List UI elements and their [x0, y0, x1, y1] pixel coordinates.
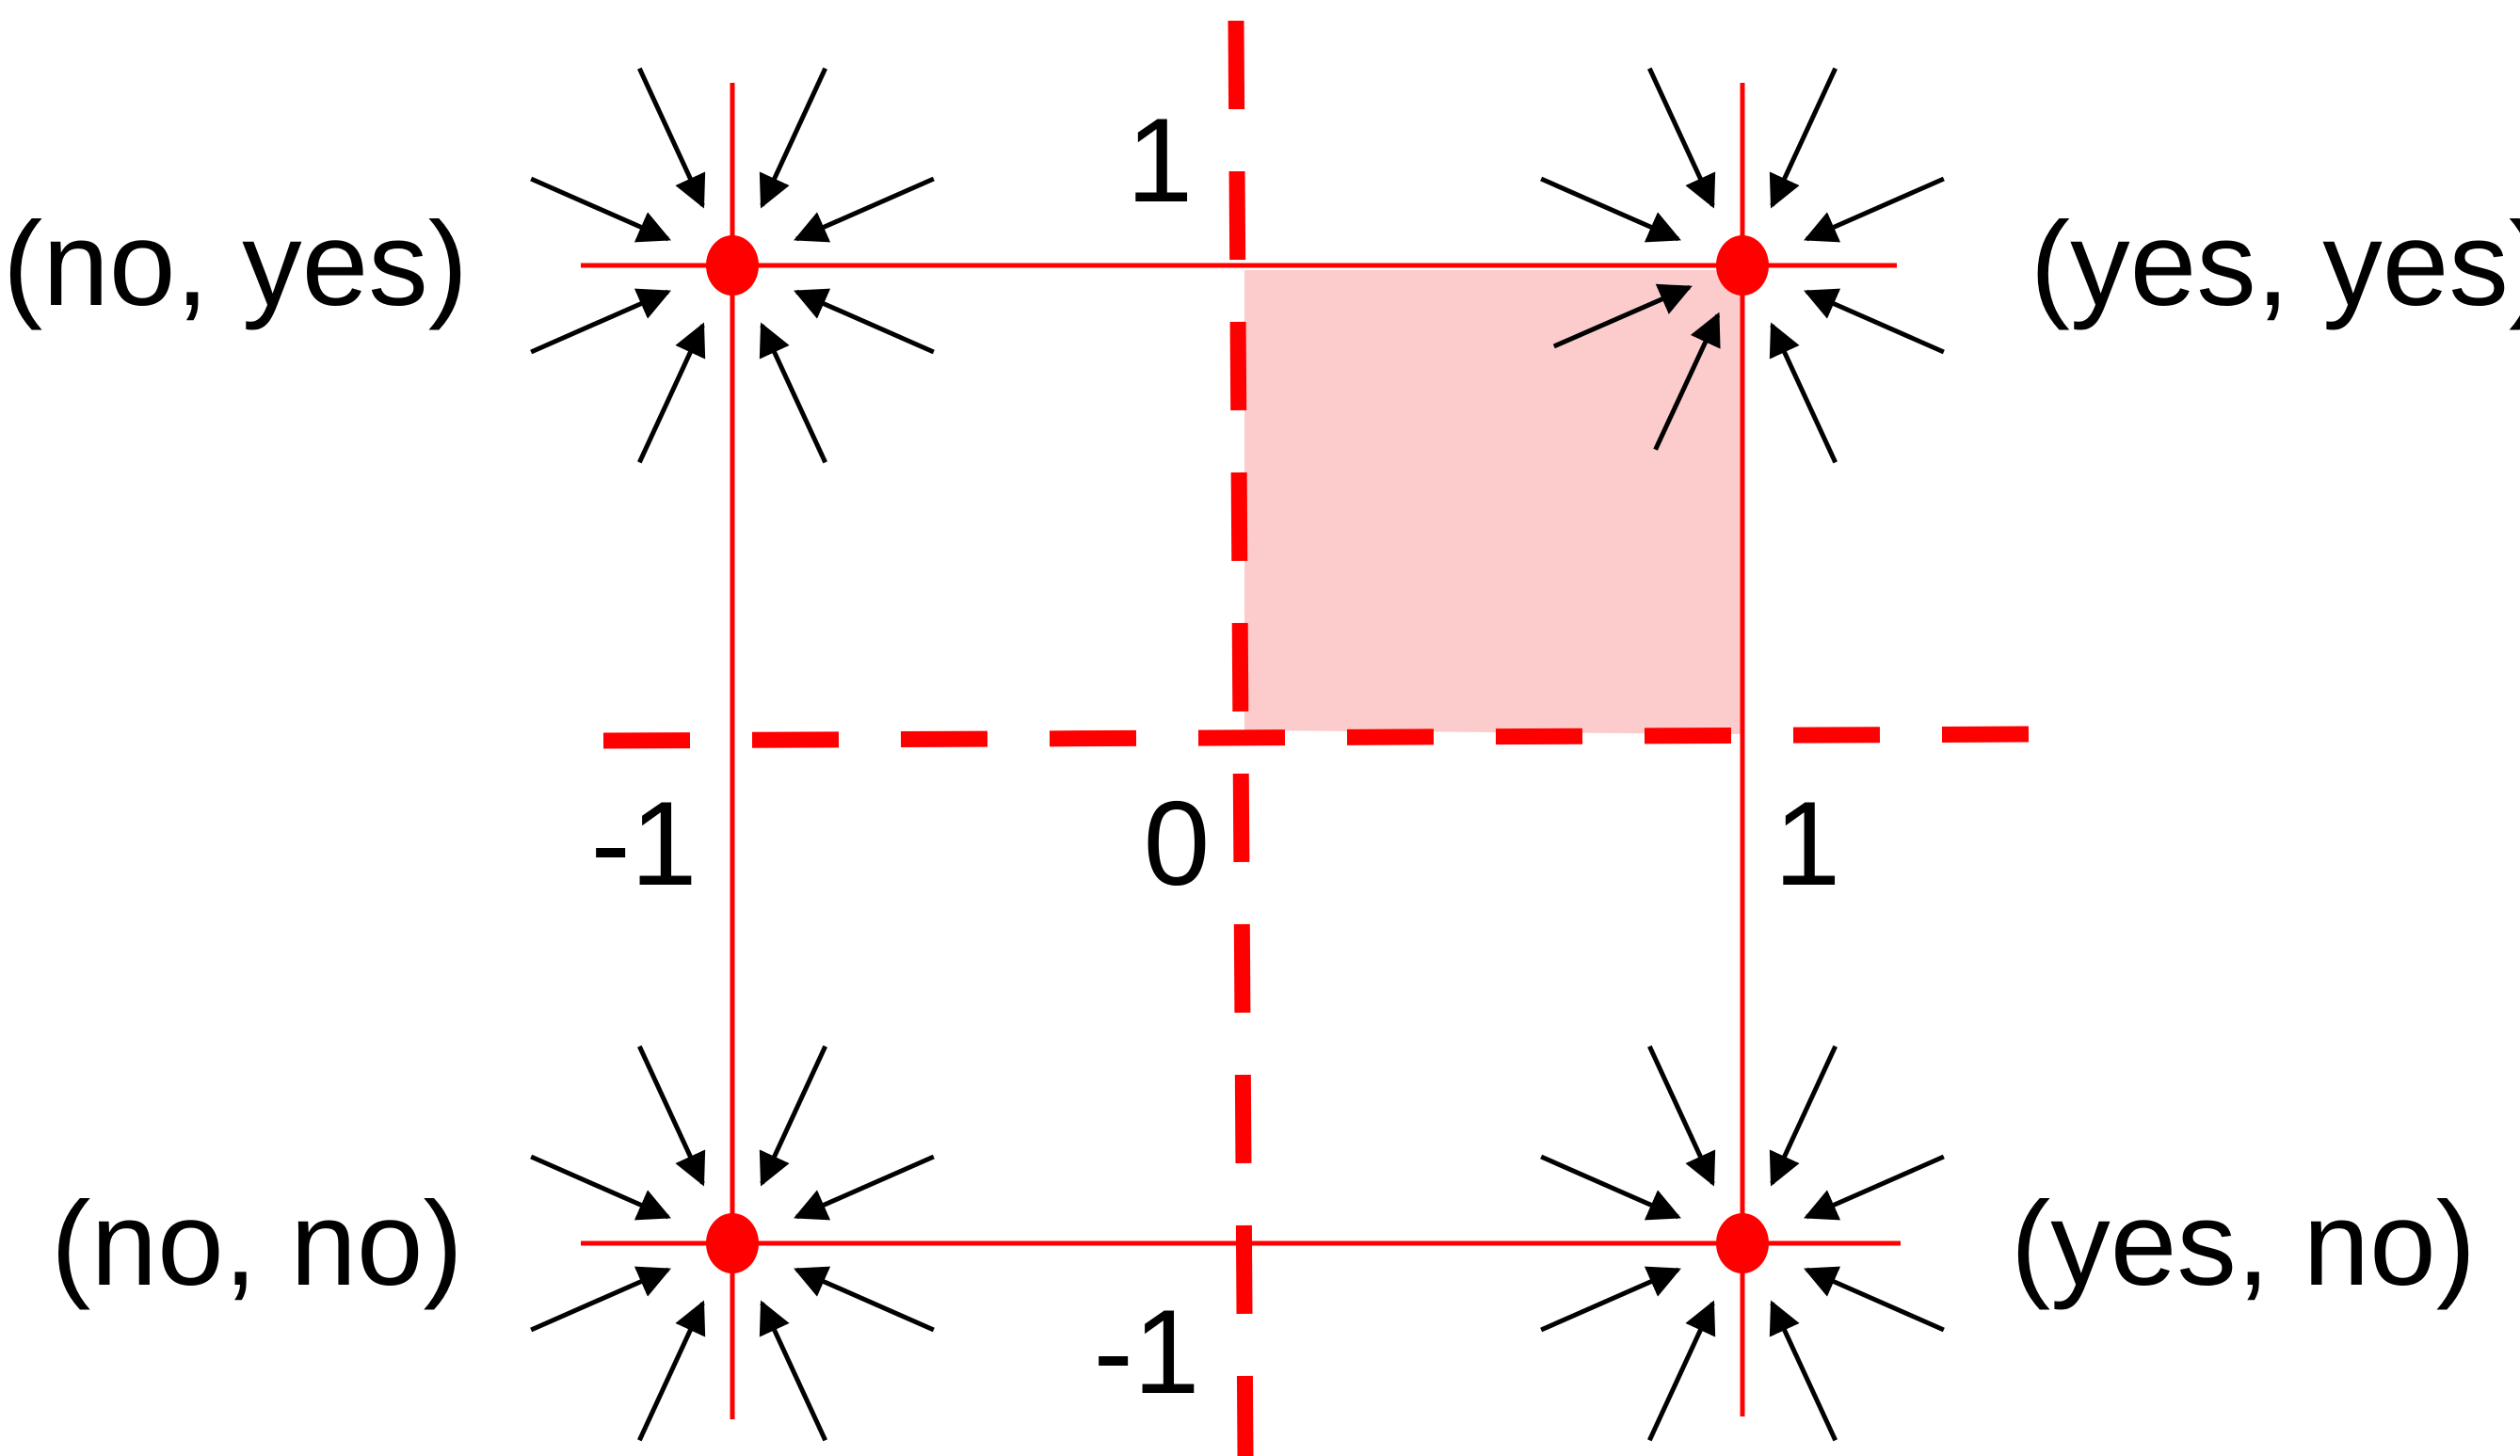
arrow-top-left-2 [530, 176, 671, 243]
arrow-top-right-4 [1552, 283, 1693, 349]
arrow-bottom-right-2 [1540, 1154, 1681, 1221]
corner-label-top-right: (yes, yes) [2030, 197, 2520, 330]
point-top-right [1716, 235, 1769, 296]
arrow-bottom-left-2 [530, 1154, 671, 1221]
square-edges [581, 83, 1901, 1419]
arrow-top-right-6 [1653, 312, 1721, 451]
arrow-bottom-right-4 [1540, 1266, 1681, 1333]
arrow-bottom-left-5 [794, 1266, 935, 1333]
corner-label-bottom-left: (no, no) [51, 1176, 463, 1310]
tick-label-y-bottom: -1 [1094, 1285, 1200, 1418]
arrow-bottom-left-3 [794, 1154, 935, 1221]
arrow-bottom-right-0 [1647, 1045, 1716, 1187]
arrow-bottom-right-6 [1647, 1300, 1716, 1442]
corner-label-top-left: (no, yes) [3, 197, 468, 330]
arrow-bottom-left-6 [637, 1300, 706, 1442]
arrow-top-right-2 [1540, 176, 1681, 243]
arrow-bottom-left-7 [759, 1300, 827, 1442]
arrows [530, 67, 1945, 1442]
fixed-points [706, 235, 1769, 1273]
arrow-top-left-7 [759, 322, 827, 464]
arrow-bottom-right-3 [1804, 1154, 1945, 1221]
tick-label-origin: 0 [1144, 776, 1211, 910]
arrow-bottom-right-5 [1804, 1266, 1945, 1333]
arrow-bottom-left-4 [530, 1266, 671, 1333]
arrow-bottom-left-0 [637, 1045, 706, 1187]
point-bottom-right [1716, 1213, 1769, 1273]
arrow-bottom-right-1 [1769, 1045, 1838, 1187]
arrow-top-left-1 [759, 67, 827, 209]
arrow-top-right-5 [1804, 288, 1945, 355]
arrow-top-left-5 [794, 288, 935, 355]
dashed-horizontal-axis [602, 726, 2034, 749]
arrow-top-right-1 [1769, 67, 1838, 209]
arrow-bottom-right-7 [1769, 1300, 1838, 1442]
point-top-left [706, 235, 759, 296]
arrow-top-right-7 [1769, 322, 1838, 464]
tick-label-x-right: 1 [1774, 776, 1841, 910]
arrow-top-left-4 [530, 288, 671, 355]
point-bottom-left [706, 1213, 759, 1273]
arrow-top-left-3 [794, 176, 935, 243]
arrow-bottom-left-1 [759, 1045, 827, 1187]
tick-label-y-top: 1 [1127, 93, 1194, 227]
arrow-top-left-0 [637, 67, 706, 209]
arrow-top-right-3 [1804, 176, 1945, 243]
shaded-region [1244, 270, 1742, 734]
arrow-top-left-6 [637, 322, 706, 464]
corner-label-bottom-right: (yes, no) [2011, 1176, 2476, 1310]
arrow-top-right-0 [1647, 67, 1716, 209]
tick-label-x-left: -1 [591, 776, 698, 910]
